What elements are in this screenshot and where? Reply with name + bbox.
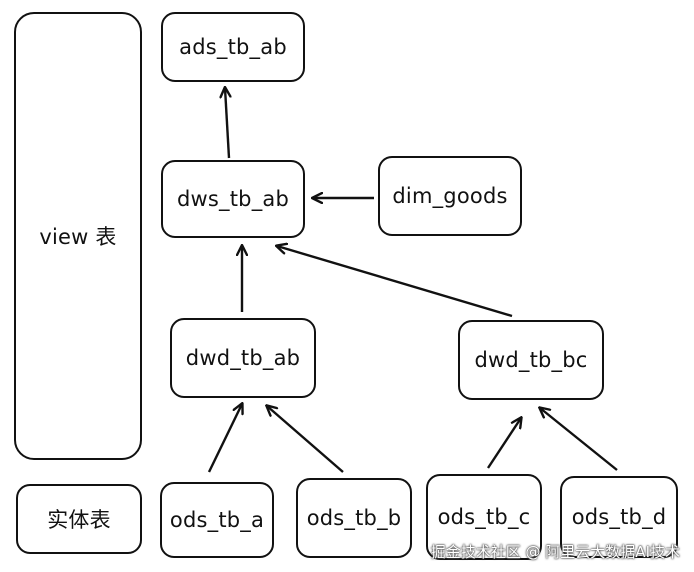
node-ods-tb-a: ods_tb_a (160, 482, 274, 558)
node-ods-tb-b-label: ods_tb_b (306, 506, 402, 530)
view-layer-label: view 表 (39, 225, 117, 249)
edge-ods-a-to-dwd-ab (207, 404, 242, 473)
node-ods-tb-c-label: ods_tb_c (437, 505, 531, 529)
node-dwd-tb-ab-label: dwd_tb_ab (185, 346, 301, 370)
node-ods-tb-d: ods_tb_d (560, 476, 678, 558)
node-dwd-tb-bc-label: dwd_tb_bc (474, 348, 588, 372)
node-ods-tb-d-label: ods_tb_d (571, 505, 667, 529)
view-layer-box: view 表 (14, 12, 142, 460)
node-dwd-tb-ab: dwd_tb_ab (170, 318, 316, 398)
node-ods-tb-a-label: ods_tb_a (169, 508, 265, 532)
node-dim-goods-label: dim_goods (392, 184, 508, 208)
edge-ods-c-to-dwd-bc (486, 418, 521, 469)
node-ads-tb-ab-label: ads_tb_ab (179, 35, 287, 59)
node-dim-goods: dim_goods (378, 156, 522, 236)
edge-dws-to-ads (225, 88, 229, 159)
entity-layer-box: 实体表 (16, 484, 142, 554)
watermark-text: 掘金技术社区 @ 阿里云大数据AI技术 (430, 543, 680, 561)
node-dwd-tb-bc: dwd_tb_bc (458, 320, 604, 400)
node-dws-tb-ab-label: dws_tb_ab (176, 187, 289, 211)
node-dws-tb-ab: dws_tb_ab (161, 160, 305, 238)
edge-ods-b-to-dwd-ab (267, 406, 344, 473)
node-ods-tb-c: ods_tb_c (426, 474, 542, 560)
node-ods-tb-b: ods_tb_b (296, 478, 412, 558)
entity-layer-label: 实体表 (47, 508, 111, 532)
edge-dwd-bc-to-dws (277, 246, 513, 318)
node-ads-tb-ab: ads_tb_ab (161, 12, 305, 82)
edge-ods-d-to-dwd-bc (540, 408, 618, 471)
